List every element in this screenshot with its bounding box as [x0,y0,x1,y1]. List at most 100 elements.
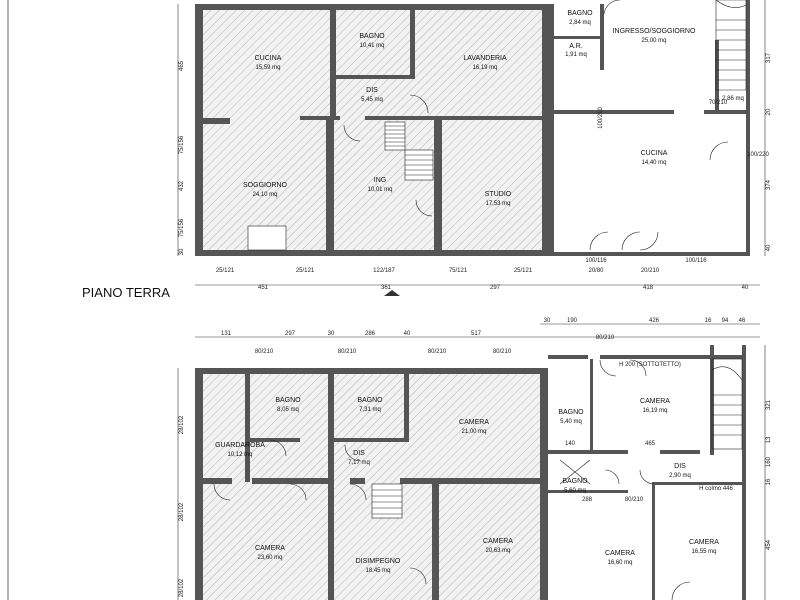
stair-icon [371,483,403,519]
room-area: 16,55 mq [691,549,716,555]
dimension-label: 20/210 [641,268,660,274]
room-label: BAGNO [275,397,301,404]
room-area: 16,19 mq [642,408,667,414]
dimension-label: 100/116 [685,258,707,264]
room-area: 16,19 mq [472,65,497,71]
dimension-label: 75/121 [449,268,468,274]
room-area: 10,41 mq [359,43,384,49]
dimension-label: 361 [381,285,392,291]
room-label: CAMERA [483,538,513,545]
dimension-label: 297 [285,331,296,337]
dimension-label: 28/102 [179,502,185,521]
room-label: CUCINA [255,55,282,62]
door-swing-icon [629,359,647,377]
room-area: 10,12 mq [227,452,252,458]
room-area: 2,90 mq [669,473,691,479]
dimension-label: 321 [766,399,772,410]
door-swing-icon [343,124,361,142]
room-label: DIS [366,87,378,94]
dimension-label: 16 [705,318,712,324]
door-swing-icon [639,231,659,251]
room-area: 24,10 mq [252,192,277,198]
dimension-label: 451 [258,285,269,291]
section-marker-icon [384,290,400,296]
room-area: 2,86 mq [722,96,744,102]
room-area: 15,59 mq [255,65,280,71]
room-label: BAGNO [567,10,593,17]
dimension-label: 286 [365,331,376,337]
room-label: CAMERA [459,419,489,426]
dimension-label: 100/210 [598,107,604,129]
fireplace-icon [247,225,287,251]
dimension-label: 75/156 [179,135,185,154]
door-swing-icon [639,469,655,485]
dimension-label: 16 [766,478,772,485]
door-swing-icon [671,581,691,600]
dimension-label: 30 [328,331,335,337]
annotation-label: H colmo 446 [699,486,733,492]
room-label: INGRESSO/SOGGIORNO [613,28,696,35]
dimension-label: 30 [544,318,551,324]
dimension-label: 30 [179,248,185,255]
dimension-label: 80/210 [625,497,644,503]
room-area: 7,17 mq [348,460,370,466]
door-swing-icon [603,0,621,15]
dimension-label: 94 [722,318,729,324]
stair-icon [715,0,747,91]
room-area: 20,63 mq [485,548,510,554]
room-area: 16,60 mq [607,560,632,566]
dimension-label: 418 [643,285,654,291]
dimension-label: 13 [766,436,772,443]
door-swing-icon [599,359,617,377]
dimension-label: 465 [179,60,185,71]
dimension-label: 40 [766,244,772,251]
dimension-label: 190 [567,318,578,324]
room-label: A.R. [569,43,583,50]
room-area: 2,84 mq [569,20,591,26]
room-label: BAGNO [359,33,385,40]
door-swing-icon [621,231,641,251]
door-swing-icon [349,483,367,501]
dimension-label: 80/210 [428,349,447,355]
stair-icon [384,121,434,181]
room-label: CAMERA [605,550,635,557]
room-label: LAVANDERIA [463,55,507,62]
dimension-label: 454 [766,539,772,550]
dimension-label: 122/187 [373,268,395,274]
room-area: 18,45 mq [365,568,390,574]
first-floor-annex [548,345,746,600]
dimension-label: 100/116 [585,258,607,264]
room-area: 25,00 mq [641,38,666,44]
room-label: CAMERA [255,545,285,552]
room-label: SOGGIORNO [243,182,288,189]
room-area: 5,40 mq [560,419,582,425]
room-area: 10,01 mq [367,187,392,193]
dimension-label: 20/80 [588,268,604,274]
dimension-label: 75/156 [179,218,185,237]
dimension-label: 80/210 [338,349,357,355]
first-floor-plan: BAGNO 8,05 mq BAGNO 7,31 mq GUARDAROBA 1… [177,318,772,600]
dimension-label: 80/210 [596,335,615,341]
door-swing-icon [589,231,609,251]
door-swing-icon [409,567,427,585]
stair-icon [711,358,743,450]
dimension-label: 28/102 [179,578,185,597]
room-label: ING [374,177,386,184]
dimension-label: 517 [471,331,482,337]
dimension-label: 374 [766,179,772,190]
door-swing-icon [213,483,231,501]
room-area: 8,05 mq [277,407,299,413]
dimension-label: 40 [742,285,749,291]
ground-floor-plan: CUCINA 15,59 mq BAGNO 10,41 mq LAVANDERI… [82,0,772,300]
dimension-label: 426 [649,318,660,324]
dimension-label: 465 [645,441,656,447]
dimension-label: 288 [582,497,593,503]
annotation-label: H 200 (SOTTOTETTO) [619,362,681,368]
room-label: BAGNO [558,409,584,416]
room-label: DIS [353,450,365,457]
room-area: 1,91 mq [565,52,587,58]
door-swing-icon [409,94,429,114]
room-label: DISIMPEGNO [356,558,401,565]
door-swing-icon [269,439,287,457]
dimension-label: 20 [766,108,772,115]
